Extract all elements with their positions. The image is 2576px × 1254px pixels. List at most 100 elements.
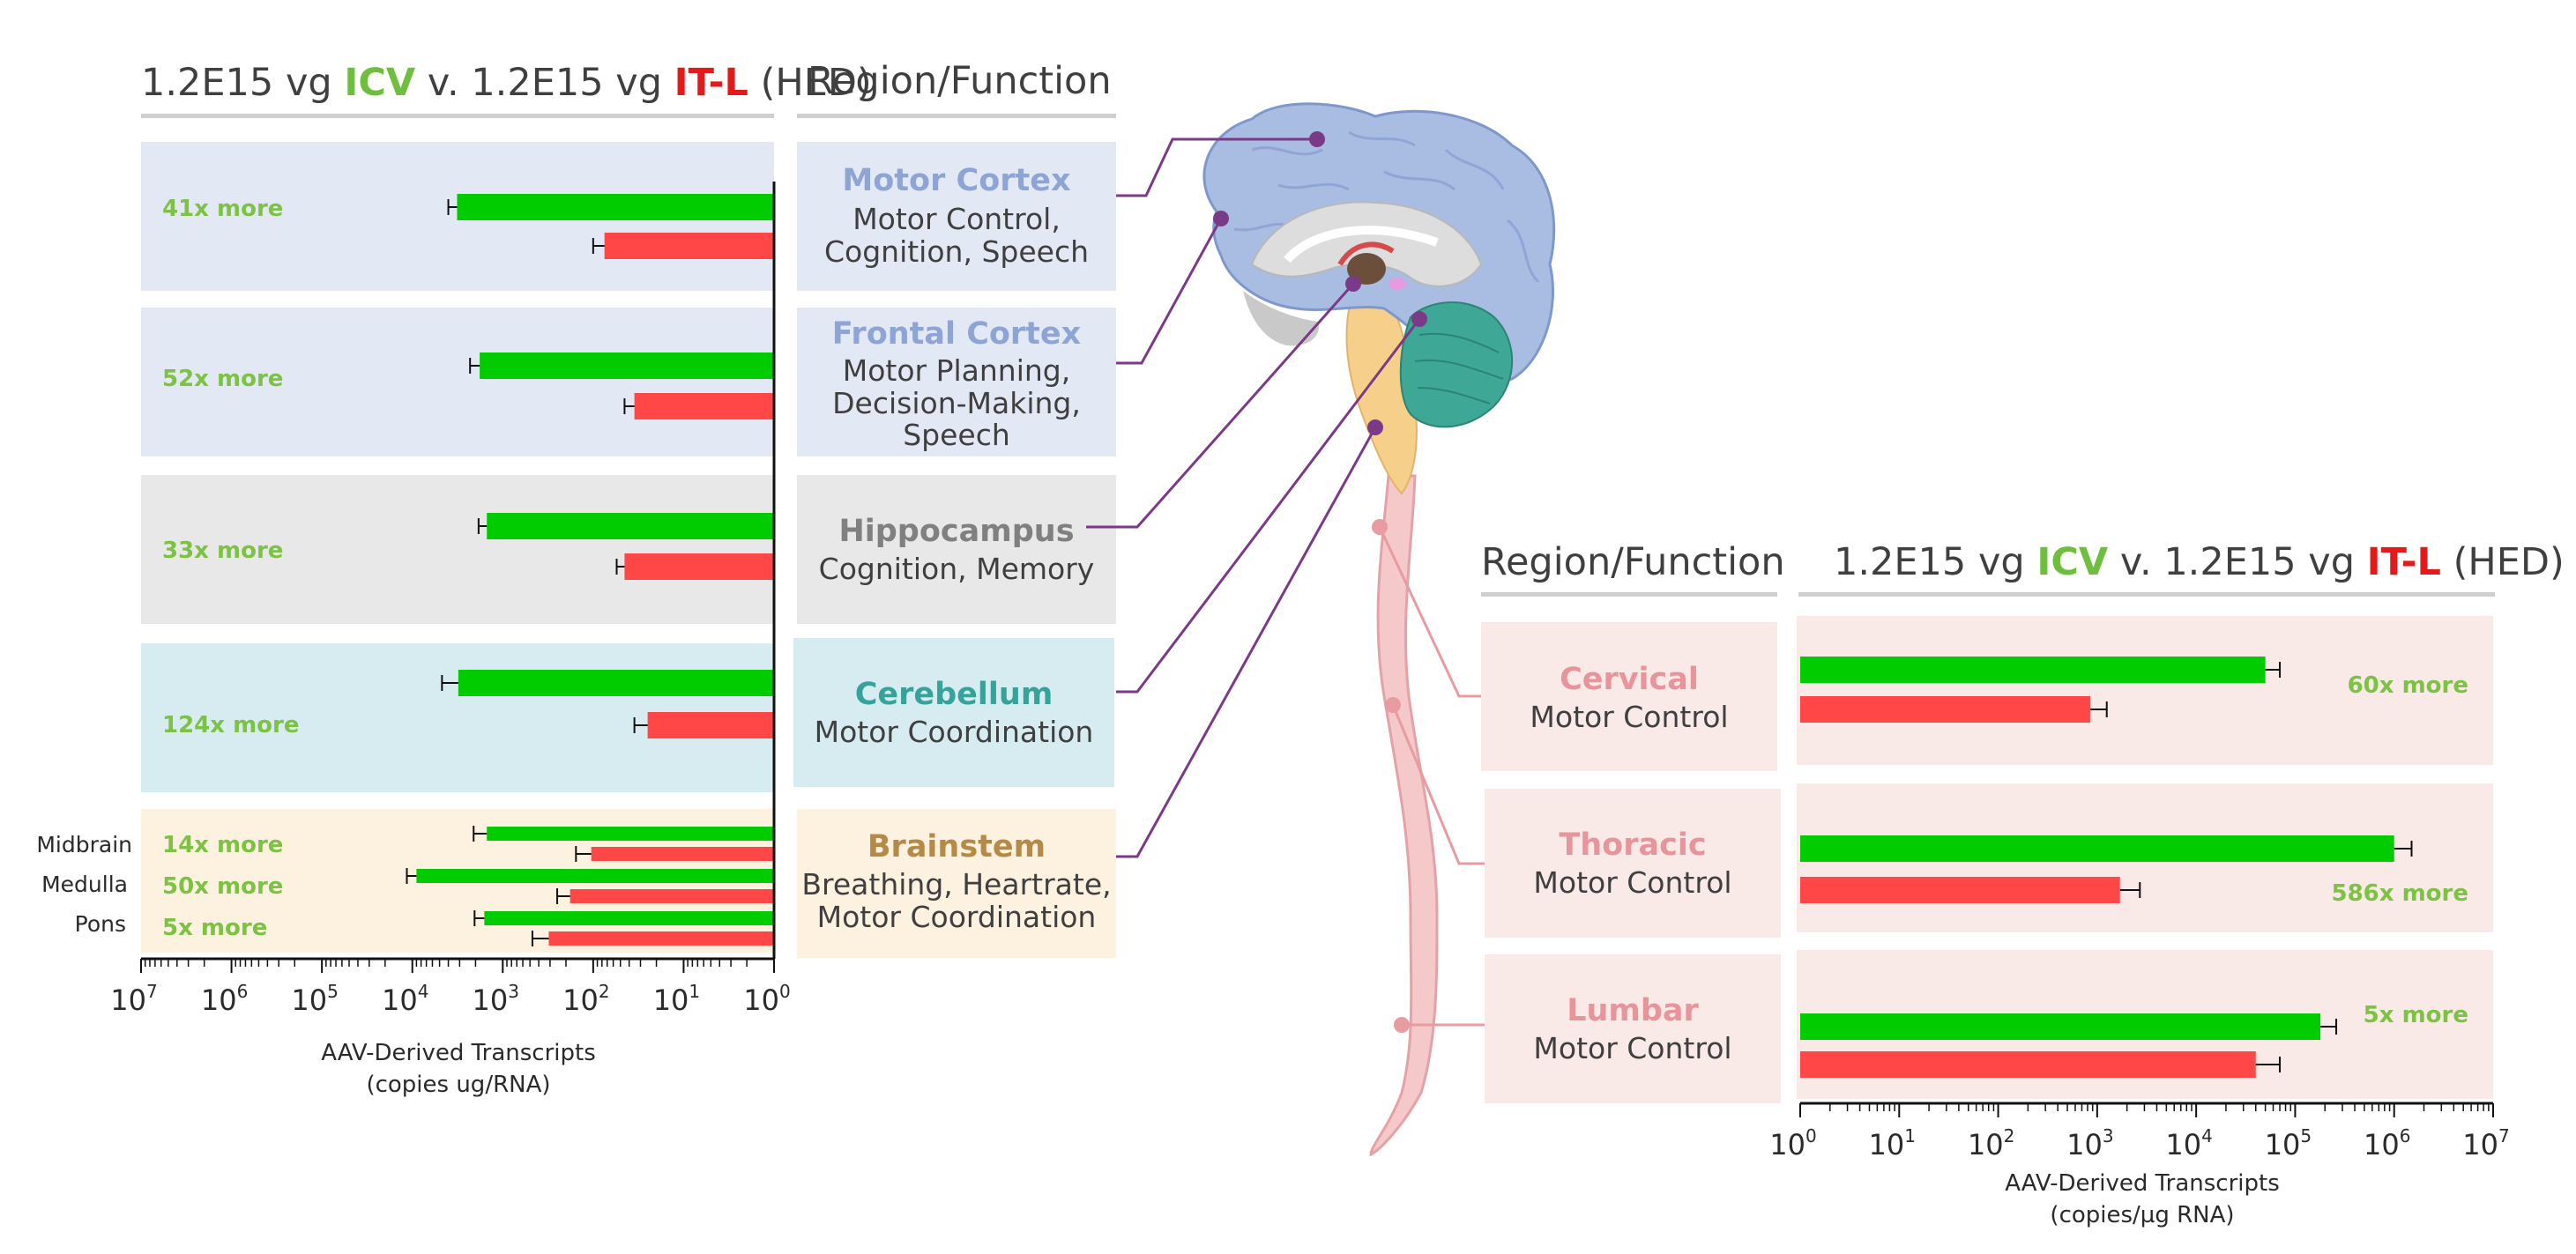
region-name-thoracic: Thoracic <box>1559 827 1706 863</box>
bar-icv-cerebellum <box>458 670 774 696</box>
brainstem-region-box: Brainstem Breathing, Heartrate, Motor Co… <box>797 809 1116 958</box>
region-func-lumbar: Motor Control <box>1533 1031 1731 1065</box>
bar-it-l-medulla <box>570 889 774 903</box>
bar-it-l-midbrain <box>591 847 774 861</box>
spinal-axis-title-line1: AAV-Derived Transcripts <box>2005 1170 2280 1197</box>
brain-illustration <box>1202 102 1556 1157</box>
region-name-hippocampus: Hippocampus <box>838 514 1074 549</box>
fold-hippocampus: 33x more <box>162 538 283 564</box>
tick-label: 101 <box>1869 1125 1916 1161</box>
tick-label: 107 <box>2462 1125 2509 1161</box>
connector-dots <box>1213 131 1427 435</box>
bar-icv-hippocampus <box>487 513 774 539</box>
tick-label: 104 <box>2165 1125 2212 1161</box>
row-label-pons: Pons <box>75 911 126 937</box>
fold-frontal-cortex: 52x more <box>162 366 283 392</box>
spinal-region-header-underline <box>1481 592 1777 597</box>
brain-chart: 1.2E15 vg ICV v. 1.2E15 vg IT-L (HED) Re… <box>36 59 1116 1098</box>
dot-frontal-cortex <box>1213 211 1229 226</box>
region-name-frontal-cortex: Frontal Cortex <box>832 316 1082 352</box>
bar-it-l-motor-cortex <box>604 233 774 259</box>
hippocampus-panel <box>141 475 774 624</box>
thoracic-region-box: Thoracic Motor Control <box>1485 789 1781 938</box>
frontal-cortex-panel <box>141 308 774 456</box>
fold-cervical: 60x more <box>2348 672 2468 699</box>
region-func-frontal-cortex-3: Speech <box>903 418 1010 452</box>
cerebellum-region-box: Cerebellum Motor Coordination <box>793 638 1114 787</box>
region-func-brainstem-2: Motor Coordination <box>817 900 1097 934</box>
brain-region-header-underline <box>797 114 1116 118</box>
dot-hippocampus <box>1345 276 1361 292</box>
bar-it-l-cerebellum <box>647 712 774 738</box>
spinal-title-underline <box>1798 592 2495 597</box>
tick-label: 107 <box>110 981 157 1017</box>
connectors <box>1086 137 1421 858</box>
bar-it-l-lumbar <box>1800 1051 2256 1078</box>
region-name-lumbar: Lumbar <box>1567 993 1699 1028</box>
tick-label: 105 <box>2265 1125 2312 1161</box>
bar-icv-lumbar <box>1800 1013 2321 1040</box>
bar-icv-pons <box>484 911 774 925</box>
bar-it-l-cervical <box>1800 696 2090 723</box>
cervical-panel <box>1797 616 2493 765</box>
fold-motor-cortex: 41x more <box>162 196 283 222</box>
dot-cervical <box>1372 519 1388 535</box>
region-func-cerebellum: Motor Coordination <box>815 715 1094 749</box>
bar-icv-midbrain <box>487 827 774 841</box>
tick-label: 105 <box>291 981 338 1017</box>
cervical-region-box: Cervical Motor Control <box>1481 622 1777 771</box>
bar-icv-medulla <box>416 869 774 883</box>
tick-label: 106 <box>2364 1125 2410 1161</box>
spine-connectors <box>1378 526 1485 1027</box>
row-label-midbrain: Midbrain <box>36 832 132 857</box>
row-label-medulla: Medulla <box>41 872 128 897</box>
dot-thoracic <box>1385 697 1401 713</box>
region-func-frontal-cortex-1: Motor Planning, <box>843 353 1071 388</box>
brain-title-underline <box>141 114 774 118</box>
tick-label: 100 <box>743 981 790 1017</box>
bar-icv-frontal-cortex <box>480 352 774 379</box>
region-func-cervical: Motor Control <box>1530 700 1728 734</box>
spinal-chart: Region/Function 1.2E15 vg ICV v. 1.2E15 … <box>1481 540 2565 1228</box>
region-func-motor-cortex-2: Cognition, Speech <box>824 234 1089 269</box>
motor-cortex-region-box: Motor Cortex Motor Control, Cognition, S… <box>797 142 1116 291</box>
tick-label: 102 <box>1968 1125 2014 1161</box>
region-func-frontal-cortex-2: Decision-Making, <box>832 386 1081 420</box>
spinal-chart-title: 1.2E15 vg ICV v. 1.2E15 vg IT-L (HED) <box>1834 540 2565 584</box>
tick-label: 106 <box>201 981 248 1017</box>
connector-frontal-cortex <box>1116 218 1223 365</box>
spinal-axis-title-line2: (copies/µg RNA) <box>2050 1202 2234 1228</box>
fold-midbrain: 14x more <box>162 832 283 858</box>
fold-thoracic: 586x more <box>2331 880 2468 907</box>
region-name-motor-cortex: Motor Cortex <box>842 163 1071 198</box>
brain-region-header: Region/Function <box>808 59 1112 103</box>
tick-label: 104 <box>382 981 428 1017</box>
tick-label: 102 <box>562 981 609 1017</box>
bar-it-l-pons <box>548 931 774 946</box>
dot-motor-cortex <box>1309 131 1325 147</box>
fold-lumbar: 5x more <box>2364 1002 2468 1028</box>
brain-chart-title: 1.2E15 vg ICV v. 1.2E15 vg IT-L (HED) <box>141 61 872 105</box>
bar-it-l-thoracic <box>1800 877 2120 903</box>
dot-lumbar <box>1394 1017 1410 1033</box>
connector-hippocampus <box>1086 283 1355 529</box>
spinal-region-header: Region/Function <box>1481 540 1785 584</box>
bar-it-l-frontal-cortex <box>634 393 774 419</box>
spinal-bars <box>1800 657 2413 1078</box>
brain-axis-title-line1: AAV-Derived Transcripts <box>321 1040 596 1066</box>
bar-icv-thoracic <box>1800 835 2394 862</box>
fold-cerebellum: 124x more <box>162 712 300 738</box>
spinal-cord <box>1369 474 1439 1157</box>
dot-cerebellum <box>1411 311 1427 327</box>
region-name-cervical: Cervical <box>1560 662 1699 697</box>
region-name-brainstem: Brainstem <box>867 829 1046 864</box>
bar-icv-motor-cortex <box>457 194 774 220</box>
dot-brainstem <box>1367 419 1383 435</box>
tick-label: 100 <box>1769 1125 1816 1161</box>
connector-motor-cortex <box>1116 137 1317 197</box>
lumbar-region-box: Lumbar Motor Control <box>1485 954 1781 1103</box>
region-func-motor-cortex-1: Motor Control, <box>852 202 1061 236</box>
region-func-thoracic: Motor Control <box>1533 865 1731 900</box>
fold-medulla: 50x more <box>162 873 283 900</box>
